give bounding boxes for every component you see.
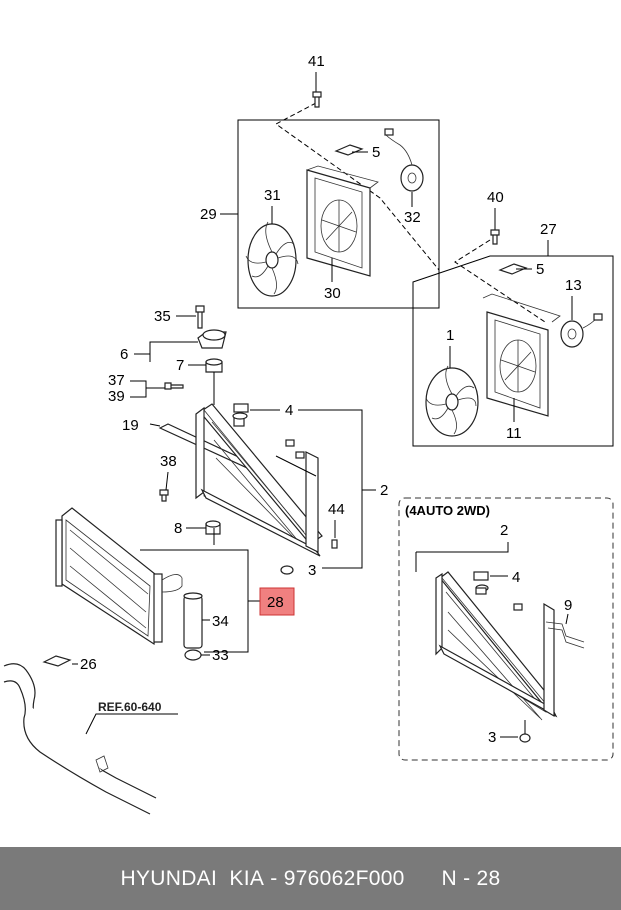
- callout-31: 31: [264, 187, 281, 204]
- callout-19: 19: [122, 417, 139, 434]
- callout-4: 4: [285, 402, 293, 419]
- callout-28[interactable]: 28: [267, 594, 284, 611]
- callout-38: 38: [160, 453, 177, 470]
- fan-31: [245, 221, 299, 297]
- callout-7: 7: [176, 357, 184, 374]
- callout-8: 8: [174, 520, 182, 537]
- ref-label[interactable]: REF.60-640: [98, 700, 162, 714]
- leader-40: [454, 239, 546, 323]
- bolt-40: [490, 229, 500, 245]
- callout-2: 2: [380, 482, 388, 499]
- bolt-38: [159, 489, 169, 502]
- callout-1: 1: [446, 327, 454, 344]
- duct-ref: [3, 663, 157, 815]
- callout-26: 26: [80, 656, 97, 673]
- footer-gap: [405, 867, 442, 891]
- callout-35: 35: [154, 308, 171, 325]
- bolt-37-39: [164, 382, 184, 390]
- callout-40: 40: [487, 189, 504, 206]
- callout-44: 44: [328, 501, 345, 518]
- callout-34: 34: [212, 613, 229, 630]
- motor-13: [560, 313, 603, 348]
- callout-39: 39: [108, 388, 125, 405]
- callout-37: 37: [108, 372, 125, 389]
- fan-group-27-box: [412, 255, 614, 447]
- callout-41: 41: [308, 53, 325, 70]
- condenser: [55, 507, 183, 646]
- callout-5-lower: 5: [536, 261, 544, 278]
- inset-callout-3: 3: [488, 729, 496, 746]
- bolt-35: [195, 305, 205, 329]
- callout-13: 13: [565, 277, 582, 294]
- callout-3: 3: [308, 562, 316, 579]
- footer-bar: HYUNDAI KIA - 976062F000 N - 28: [0, 847, 621, 910]
- radiator-2: [195, 403, 323, 557]
- callout-6: 6: [120, 346, 128, 363]
- callout-30: 30: [324, 285, 341, 302]
- bolt-41: [312, 91, 322, 108]
- inset-cap-4: [473, 571, 489, 581]
- tag-5-lower: [498, 263, 528, 275]
- tag-5-upper: [334, 144, 364, 156]
- inset-radiator: [435, 571, 585, 721]
- drier-34: [183, 595, 203, 649]
- clip-44: [331, 539, 338, 549]
- tag-26: [42, 655, 72, 667]
- inset-bushing-3: [519, 733, 531, 743]
- parts-diagram: 41 5 32 31 29 30 40 27 5 13 1 11 35 6 7 …: [3, 53, 614, 815]
- fan-group-29-box: [237, 119, 440, 309]
- callout-29: 29: [200, 206, 217, 223]
- callout-33: 33: [212, 647, 229, 664]
- footer-separator: -: [264, 866, 284, 890]
- inset-box: [398, 497, 614, 761]
- callout-28-highlight[interactable]: [259, 587, 295, 616]
- shroud-30: [306, 165, 379, 277]
- shroud-11: [482, 293, 561, 417]
- footer-part-number[interactable]: 976062F000: [283, 866, 405, 890]
- inset-callout-9: 9: [564, 597, 572, 614]
- callout-5-upper: 5: [372, 144, 380, 161]
- inset-title: (4AUTO 2WD): [405, 503, 490, 518]
- inset-callout-4: 4: [512, 569, 520, 586]
- inset-callout-2: 2: [500, 522, 508, 539]
- cap-4: [233, 403, 249, 413]
- footer-ref: N - 28: [441, 866, 501, 890]
- callout-11: 11: [506, 425, 522, 442]
- fan-1: [425, 365, 479, 437]
- footer-brand: HYUNDAI KIA: [120, 866, 265, 890]
- leader-41: [275, 102, 440, 271]
- callout-27: 27: [540, 221, 557, 238]
- motor-32: [384, 128, 424, 192]
- bushing-3: [280, 565, 294, 575]
- cap-33: [184, 649, 202, 661]
- callout-32: 32: [404, 209, 421, 226]
